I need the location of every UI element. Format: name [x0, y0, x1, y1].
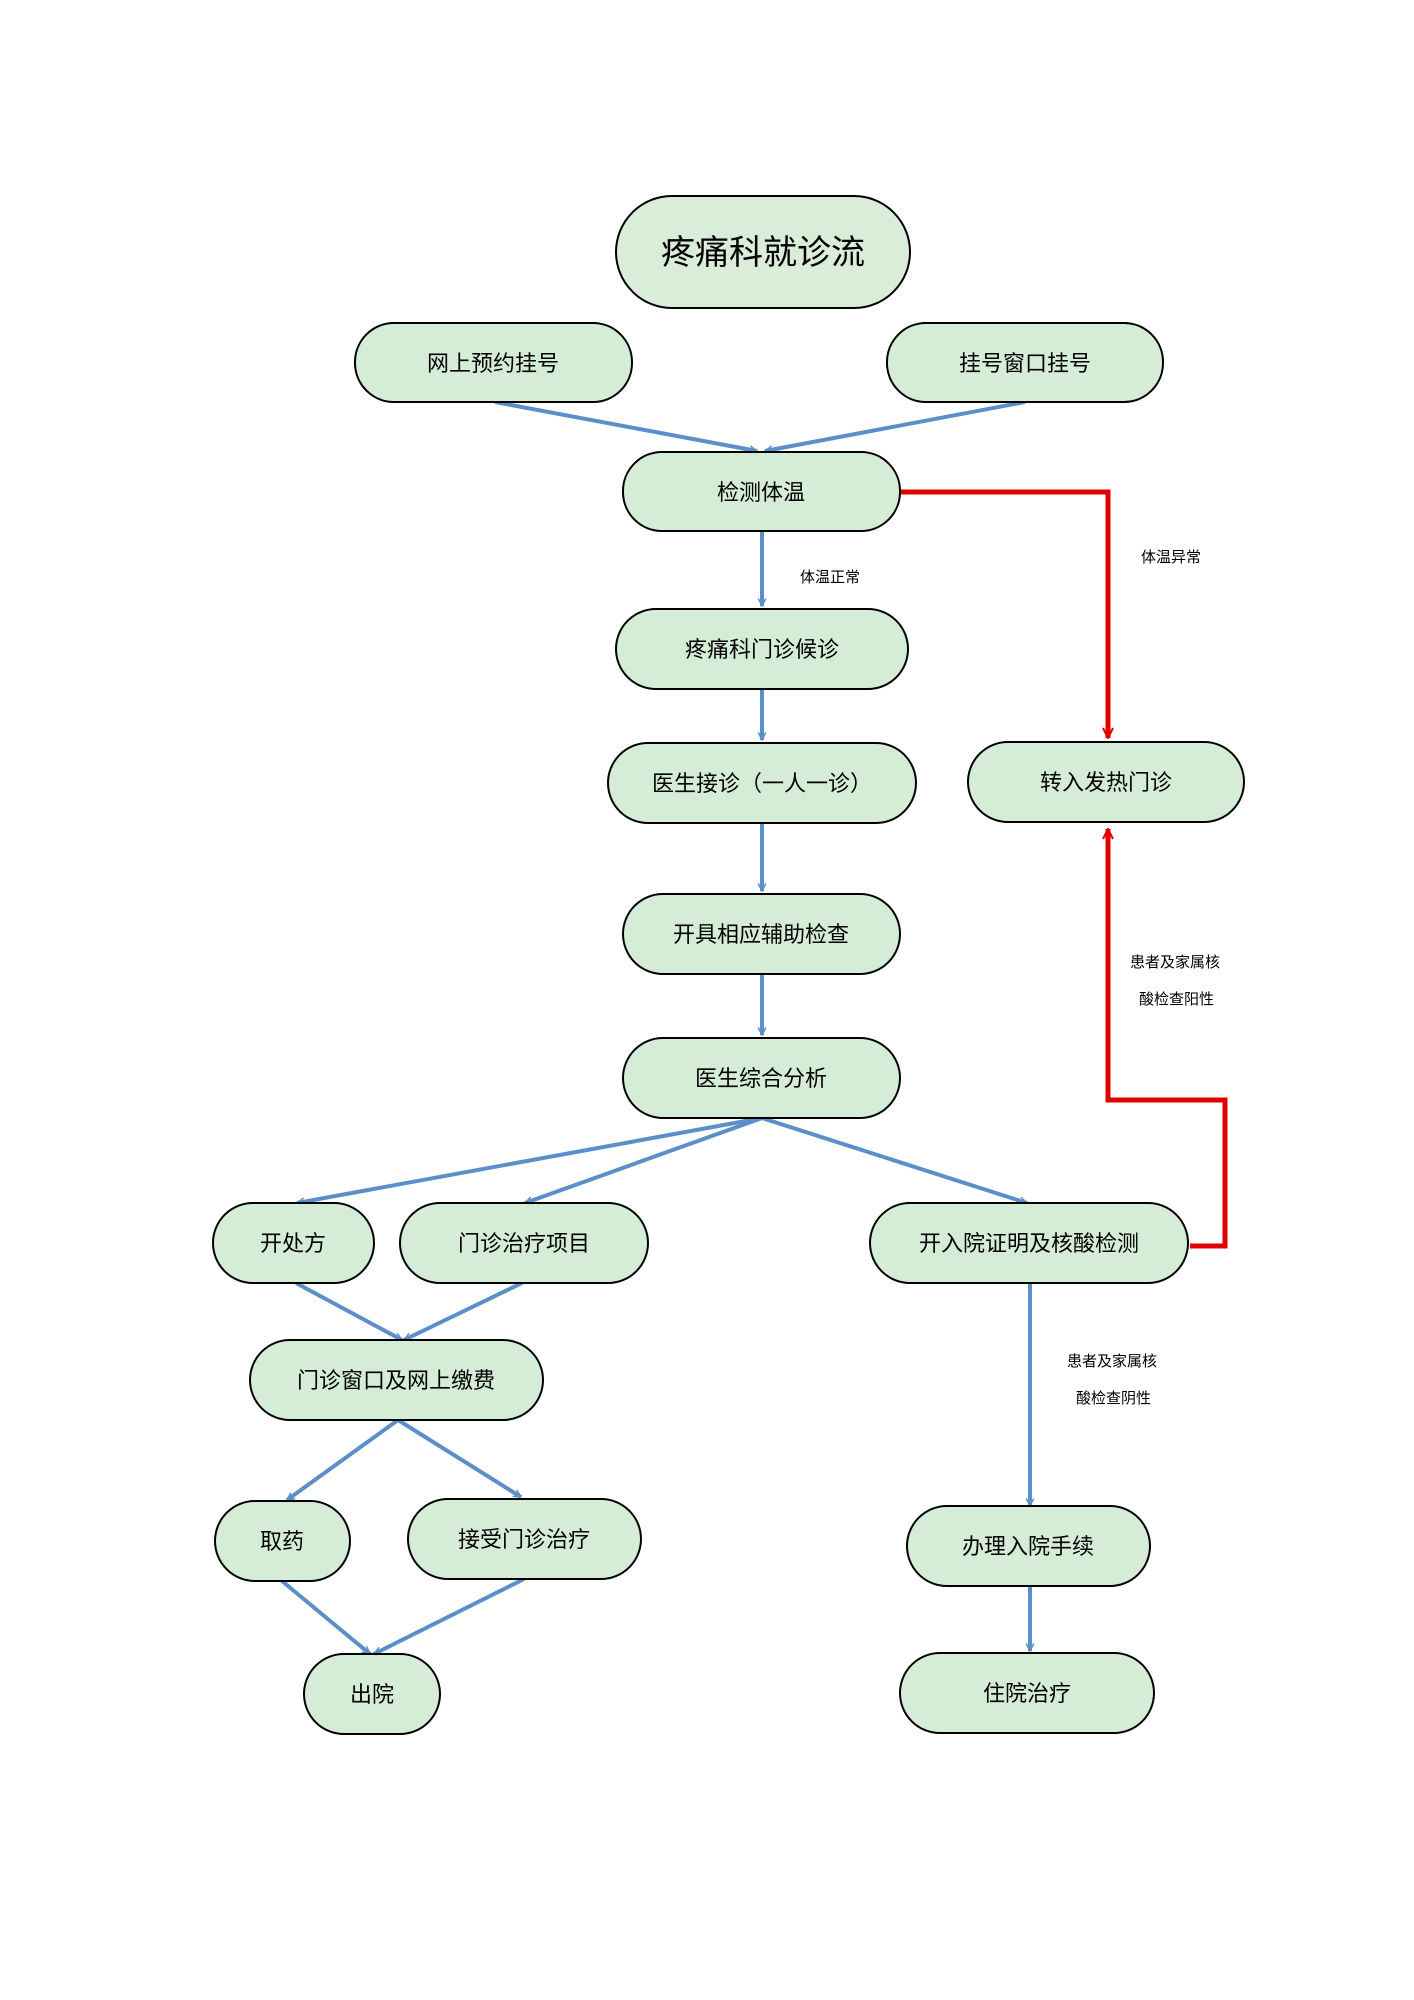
node-auxiliary-exam: 开具相应辅助检查: [622, 893, 901, 975]
arrow-analysis-to-admission-cert: [761, 1116, 1027, 1203]
node-label: 网上预约挂号: [427, 352, 559, 377]
flow-arrows: [280, 400, 1030, 1656]
node-get-medicine: 取药: [214, 1500, 351, 1582]
node-label: 接受门诊治疗: [458, 1528, 590, 1553]
node-label: 疼痛科门诊候诊: [685, 638, 839, 663]
node-label: 开处方: [260, 1232, 326, 1257]
node-label: 检测体温: [717, 481, 805, 506]
node-payment: 门诊窗口及网上缴费: [249, 1339, 544, 1421]
arrow-prescription-to-payment: [295, 1281, 402, 1342]
node-prescription: 开处方: [212, 1202, 375, 1284]
label-temp-abnormal: 体温异常: [1141, 548, 1201, 566]
node-label: 出院: [350, 1683, 394, 1708]
edge-labels: 体温正常 体温异常 患者及家属核 酸检查阳性 患者及家属核 酸检查阴性: [800, 548, 1220, 1407]
node-label: 开入院证明及核酸检测: [919, 1232, 1139, 1257]
node-label: 住院治疗: [983, 1682, 1071, 1707]
node-clinic-waiting: 疼痛科门诊候诊: [615, 608, 909, 690]
node-doctor-consultation: 医生接诊（一人一诊）: [607, 742, 917, 824]
node-admission-procedure: 办理入院手续: [906, 1505, 1151, 1587]
node-label: 转入发热门诊: [1040, 771, 1172, 796]
node-receive-treatment: 接受门诊治疗: [407, 1498, 642, 1580]
arrow-medicine-to-discharge: [280, 1579, 370, 1656]
node-fever-clinic: 转入发热门诊: [967, 741, 1245, 823]
arrow-treatment-to-discharge: [374, 1577, 525, 1656]
arrow-analysis-to-treat-items: [525, 1116, 763, 1205]
node-label: 取药: [260, 1530, 304, 1555]
node-window-registration: 挂号窗口挂号: [886, 322, 1164, 403]
arrow-temp-abnormal-to-fever: [901, 489, 1108, 738]
node-comprehensive-analysis: 医生综合分析: [622, 1037, 901, 1119]
arrow-payment-to-medicine: [287, 1418, 400, 1502]
node-discharge: 出院: [303, 1653, 441, 1735]
label-negative-line2: 酸检查阴性: [1076, 1389, 1151, 1407]
label-positive-line2: 酸检查阳性: [1139, 990, 1214, 1008]
node-inpatient-treatment: 住院治疗: [899, 1652, 1155, 1734]
arrow-payment-to-treatment: [396, 1418, 521, 1499]
label-positive-line1: 患者及家属核: [1130, 953, 1220, 971]
node-label: 医生综合分析: [695, 1067, 827, 1092]
node-label: 挂号窗口挂号: [959, 352, 1091, 377]
node-label: 开具相应辅助检查: [673, 923, 849, 948]
page-title: 疼痛科就诊流: [661, 233, 865, 273]
node-label: 办理入院手续: [962, 1535, 1094, 1560]
node-label: 医生接诊（一人一诊）: [652, 772, 872, 797]
label-negative-line1: 患者及家属核: [1067, 1352, 1157, 1370]
arrow-positive-to-fever: [1108, 829, 1228, 1249]
node-admission-certificate: 开入院证明及核酸检测: [869, 1202, 1189, 1284]
arrow-window-reg-to-temp: [765, 400, 1026, 451]
node-label: 门诊窗口及网上缴费: [297, 1369, 495, 1394]
node-outpatient-treatment-items: 门诊治疗项目: [399, 1202, 649, 1284]
title-box: 疼痛科就诊流: [615, 195, 911, 309]
node-online-registration: 网上预约挂号: [354, 322, 633, 403]
arrow-online-reg-to-temp: [494, 400, 757, 451]
alert-arrows: [901, 489, 1228, 1249]
label-temp-normal: 体温正常: [800, 568, 860, 586]
node-temperature-check: 检测体温: [622, 451, 901, 532]
arrow-treat-items-to-payment: [404, 1281, 523, 1342]
node-label: 门诊治疗项目: [458, 1232, 590, 1257]
arrow-analysis-to-prescription: [297, 1116, 763, 1203]
